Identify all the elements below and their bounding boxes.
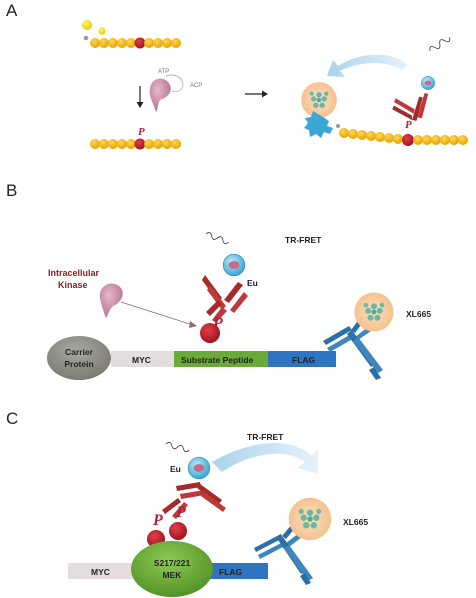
xl665-label-c: XL665 xyxy=(343,517,368,527)
kinase-arrow-head xyxy=(189,321,197,328)
down-arrow-icon xyxy=(136,86,144,108)
carrier-label-line2: Protein xyxy=(64,359,93,369)
flag-tag-b xyxy=(268,351,336,367)
phospho-icon: P xyxy=(138,126,145,138)
myc-label-c: MYC xyxy=(91,567,110,577)
xl665-acceptor-icon-c xyxy=(288,497,332,541)
antibody-icon xyxy=(392,93,429,121)
phospho-icon-2: P xyxy=(405,119,412,131)
panel-letter-b: B xyxy=(6,181,17,200)
blue-adaptor-icon xyxy=(304,111,340,138)
phospho-icon-c1: P xyxy=(152,512,163,529)
panel-letter-a: A xyxy=(6,1,18,20)
fret-arrow-icon-c xyxy=(212,443,318,474)
europium-donor-icon xyxy=(420,75,436,91)
bottom-right-chain xyxy=(339,128,468,146)
substrate-peptide-label: Substrate Peptide xyxy=(181,355,254,365)
myc-label-b: MYC xyxy=(132,355,151,365)
myc-tag-b xyxy=(111,351,174,367)
acp-label: ACP xyxy=(190,83,202,89)
kinase-label-line2: Kinase xyxy=(58,280,88,290)
flag-label-c: FLAG xyxy=(219,567,243,577)
mek-protein xyxy=(131,541,213,597)
intracellular-kinase-icon xyxy=(99,283,123,318)
substrate-peptide xyxy=(174,351,268,367)
peptide-chain-top xyxy=(82,20,181,49)
europium-donor-icon-b xyxy=(222,253,246,277)
kinase-label-line1: Intracellular xyxy=(48,268,100,278)
flag-tag-c xyxy=(206,563,268,579)
eu-label-c: Eu xyxy=(170,464,181,474)
emission-wave-icon-c xyxy=(165,441,190,453)
carrier-label-line1: Carrier xyxy=(65,347,94,357)
target-residue-icon xyxy=(134,37,146,49)
flag-label-b: FLAG xyxy=(292,355,316,365)
kinase-icon xyxy=(149,78,171,112)
anti-phospho-antibody-c xyxy=(162,482,226,519)
carrier-protein xyxy=(47,336,111,380)
phospho-icon-c2: P xyxy=(175,504,186,521)
tr-fret-label: TR-FRET xyxy=(285,235,322,245)
peptide-chain-phosphorylated xyxy=(90,138,181,150)
anti-flag-antibody-b xyxy=(323,318,383,380)
emission-wave-icon-b xyxy=(205,232,229,245)
xl665-acceptor-icon xyxy=(301,82,337,118)
tr-fret-label-c: TR-FRET xyxy=(247,432,284,442)
phospho-residue-c2 xyxy=(169,522,187,540)
atp-label: ATP xyxy=(158,69,169,75)
mek-label-line2: MEK xyxy=(163,570,183,580)
anti-phospho-antibody-b xyxy=(202,275,248,323)
europium-donor-icon-c xyxy=(187,456,211,480)
phospho-icon-b: P xyxy=(212,315,223,332)
myc-tag-c xyxy=(68,563,136,579)
xl665-label-b: XL665 xyxy=(406,309,431,319)
panel-letter-c: C xyxy=(6,409,18,428)
xl665-acceptor-icon-b xyxy=(354,292,394,332)
emission-wave-icon xyxy=(429,37,451,52)
atp-to-acp-arc xyxy=(165,74,184,92)
eu-label-b: Eu xyxy=(247,278,258,288)
fret-arrow-icon xyxy=(327,54,408,77)
right-arrow-icon xyxy=(245,90,268,98)
mek-label-line1: S217/221 xyxy=(154,558,191,568)
kinase-arrow-line xyxy=(120,301,194,326)
phospho-residue-b xyxy=(200,323,220,343)
